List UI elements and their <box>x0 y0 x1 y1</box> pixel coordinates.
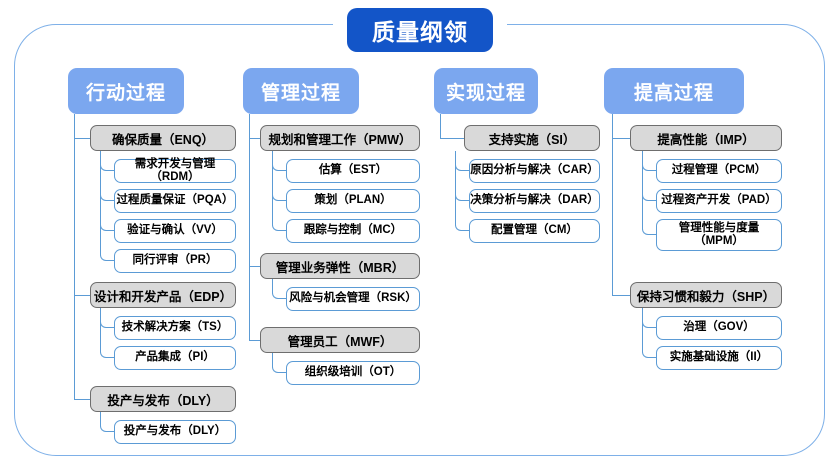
leaf-box-3-1-1[interactable]: 实施基础设施（II） <box>656 346 782 370</box>
leaf-box-3-0-0[interactable]: 过程管理（PCM） <box>656 159 782 183</box>
group-stub-0-1 <box>74 295 90 297</box>
group-box-1-2[interactable]: 管理员工（MWF） <box>260 327 420 353</box>
group-stub-3-1 <box>612 295 630 297</box>
group-stub-0-0 <box>74 138 90 140</box>
leaf-box-2-0-2[interactable]: 配置管理（CM） <box>469 219 600 243</box>
group-box-0-1[interactable]: 设计和开发产品（EDP） <box>90 282 236 308</box>
diagram-title: 质量纲领 <box>347 8 493 52</box>
group-stub-2-0 <box>440 138 464 140</box>
group-stub-0-2 <box>74 399 90 401</box>
leaf-elbow-2-0-2 <box>455 151 469 231</box>
leaf-box-0-1-1[interactable]: 产品集成（PI） <box>114 346 236 370</box>
column-spine-2 <box>440 114 442 138</box>
column-header-2[interactable]: 实现过程 <box>434 68 538 114</box>
group-stub-1-0 <box>249 138 260 140</box>
column-spine-1 <box>249 114 251 341</box>
leaf-elbow-0-1-1 <box>100 308 114 358</box>
leaf-elbow-3-1-1 <box>642 308 656 358</box>
leaf-box-1-2-0[interactable]: 组织级培训（OT） <box>286 361 420 385</box>
leaf-box-1-1-0[interactable]: 风险与机会管理（RSK） <box>286 287 420 311</box>
leaf-elbow-3-0-2 <box>642 151 656 235</box>
leaf-box-3-0-2[interactable]: 管理性能与度量 （MPM） <box>656 219 782 251</box>
leaf-box-1-0-0[interactable]: 估算（EST） <box>286 159 420 183</box>
column-spine-3 <box>612 114 614 296</box>
leaf-box-0-2-0[interactable]: 投产与发布（DLY） <box>114 420 236 444</box>
column-spine-0 <box>74 114 76 400</box>
column-header-0[interactable]: 行动过程 <box>68 68 184 114</box>
leaf-box-1-0-2[interactable]: 跟踪与控制（MC） <box>286 219 420 243</box>
group-box-3-0[interactable]: 提高性能（IMP） <box>630 125 782 151</box>
leaf-box-3-0-1[interactable]: 过程资产开发（PAD） <box>656 189 782 213</box>
leaf-box-0-0-3[interactable]: 同行评审（PR） <box>114 249 236 273</box>
group-box-1-1[interactable]: 管理业务弹性（MBR） <box>260 253 420 279</box>
group-box-3-1[interactable]: 保持习惯和毅力（SHP） <box>630 282 782 308</box>
leaf-box-2-0-0[interactable]: 原因分析与解决（CAR） <box>469 159 600 183</box>
group-stub-1-1 <box>249 266 260 268</box>
leaf-box-3-1-0[interactable]: 治理（GOV） <box>656 316 782 340</box>
leaf-box-0-0-1[interactable]: 过程质量保证（PQA） <box>114 189 236 213</box>
leaf-box-1-0-1[interactable]: 策划（PLAN） <box>286 189 420 213</box>
leaf-elbow-1-1-0 <box>272 279 286 299</box>
group-stub-1-2 <box>249 340 260 342</box>
leaf-box-0-0-2[interactable]: 验证与确认（VV） <box>114 219 236 243</box>
leaf-elbow-1-2-0 <box>272 353 286 373</box>
column-header-1[interactable]: 管理过程 <box>243 68 359 114</box>
group-box-2-0[interactable]: 支持实施（SI） <box>464 125 600 151</box>
group-stub-3-0 <box>612 138 630 140</box>
column-header-3[interactable]: 提高过程 <box>604 68 744 114</box>
group-box-0-0[interactable]: 确保质量（ENQ） <box>90 125 236 151</box>
leaf-box-2-0-1[interactable]: 决策分析与解决（DAR） <box>469 189 600 213</box>
leaf-elbow-0-2-0 <box>100 412 114 432</box>
leaf-elbow-1-0-2 <box>272 151 286 231</box>
leaf-box-0-1-0[interactable]: 技术解决方案（TS） <box>114 316 236 340</box>
group-box-1-0[interactable]: 规划和管理工作（PMW） <box>260 125 420 151</box>
group-box-0-2[interactable]: 投产与发布（DLY） <box>90 386 236 412</box>
leaf-box-0-0-0[interactable]: 需求开发与管理（RDM） <box>114 158 236 183</box>
leaf-elbow-0-0-3 <box>100 151 114 261</box>
